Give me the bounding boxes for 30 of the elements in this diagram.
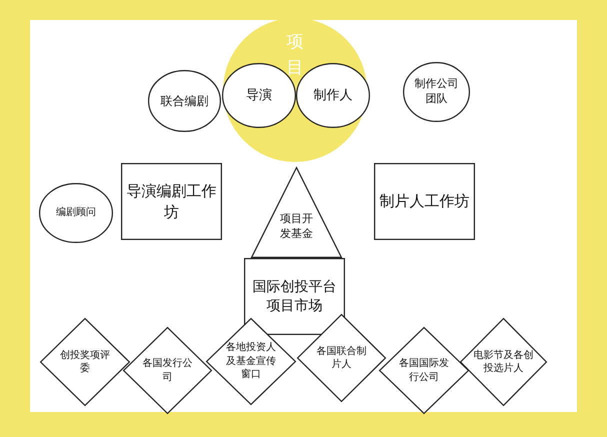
node-label: 导演编剧工作坊 bbox=[126, 181, 218, 222]
node-label: 制作公司团队 bbox=[414, 77, 460, 107]
partner-diamond bbox=[297, 314, 386, 402]
node-label: 制片人工作坊 bbox=[378, 191, 470, 212]
node-label: 各地投资人及基金宣传窗口 bbox=[225, 341, 277, 382]
node-label: 导演 bbox=[245, 86, 273, 104]
node-label: 联合编剧 bbox=[160, 92, 210, 110]
fund-triangle bbox=[251, 167, 342, 258]
market-box bbox=[244, 258, 345, 335]
node-label: 各国发行公司 bbox=[142, 357, 194, 384]
partner-diamond bbox=[460, 318, 547, 406]
partner-diamond bbox=[379, 327, 469, 414]
role-ellipse bbox=[148, 70, 221, 132]
project-circle bbox=[223, 18, 367, 162]
workshop-box bbox=[121, 163, 222, 240]
node-label: 国际创投平台项目市场 bbox=[252, 278, 338, 316]
node-label: 各国国际发行公司 bbox=[398, 357, 450, 384]
node-label: 编剧顾问 bbox=[55, 206, 97, 220]
node-label: 项目开发基金 bbox=[279, 212, 314, 242]
role-ellipse bbox=[39, 183, 113, 243]
role-ellipse bbox=[403, 62, 470, 122]
partner-diamond bbox=[206, 318, 296, 405]
partner-diamond bbox=[40, 318, 130, 406]
workshop-box bbox=[374, 163, 475, 240]
node-label: 创投奖项评委 bbox=[59, 348, 111, 376]
node-label: 项目 bbox=[286, 31, 304, 80]
partner-diamond bbox=[123, 327, 212, 414]
node-label: 各国联合制片人 bbox=[316, 344, 368, 372]
node-label: 制作人 bbox=[312, 86, 354, 104]
node-label: 电影节及各创投选片人 bbox=[472, 348, 534, 376]
